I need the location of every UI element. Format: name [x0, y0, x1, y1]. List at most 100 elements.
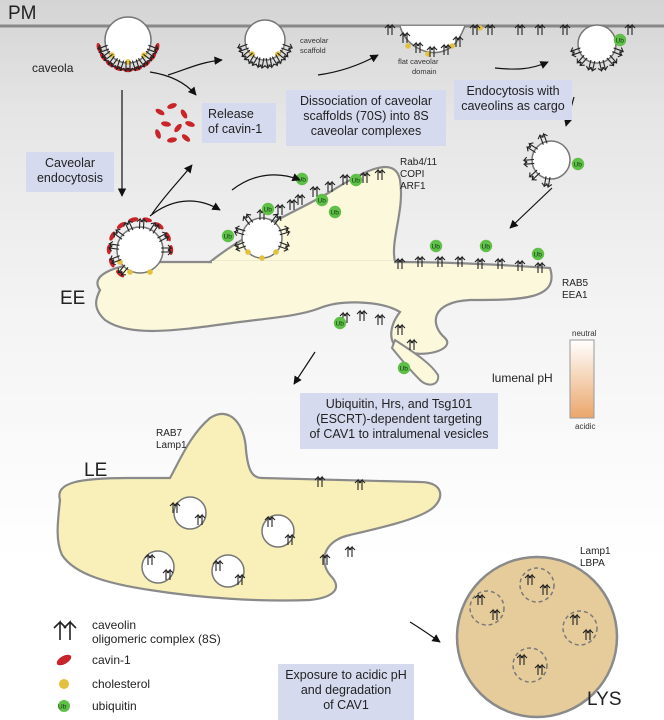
svg-text:Ub: Ub [264, 206, 273, 213]
label-flat-domain-1: flat caveolar [398, 57, 439, 66]
caveolin-complex [264, 515, 276, 527]
label-rab7: RAB7 [156, 428, 183, 439]
caveolin-complex [528, 169, 541, 181]
caveolin-complex [522, 156, 535, 168]
caveolin-complex [108, 255, 122, 266]
arrow-le-to-lys [409, 621, 441, 643]
cholesterol-dot [125, 59, 131, 65]
caveolin-complex [96, 44, 110, 55]
cavin-molecule [116, 221, 126, 230]
caveolin-complex [359, 171, 371, 183]
lysosome-vesicle [519, 567, 555, 603]
cholesterol-dot [449, 43, 455, 49]
svg-text:Ub: Ub [336, 320, 345, 327]
label-eea1: EEA1 [562, 290, 588, 301]
caveolin-complex [440, 43, 452, 55]
caveolin-complex [612, 47, 625, 58]
caveolar-scaffold [244, 19, 286, 61]
svg-text:Ub: Ub [574, 161, 583, 168]
caveolin-complex [414, 255, 426, 267]
caveolin-complex [236, 43, 249, 54]
caveolin-complex [434, 255, 446, 267]
intralumenal-vesicle [173, 496, 207, 530]
caveolin-complex [569, 613, 581, 625]
caveolin-complex [569, 47, 582, 58]
ubiquitin-icon: Ub [613, 33, 627, 47]
label-caveola: caveola [32, 61, 74, 75]
caveolin-complex [484, 23, 496, 35]
caveolin-complex [354, 478, 366, 490]
cholesterol-dot [147, 269, 153, 275]
caveolin-complex [576, 54, 588, 67]
caveolin-complex [374, 313, 386, 325]
budding-vesicle [577, 24, 617, 64]
arrow-to-endocytosis [494, 61, 549, 70]
arrow-to-scaffold [167, 56, 223, 76]
label-lbpa: LBPA [580, 558, 605, 569]
caveolin-complex [514, 23, 526, 35]
lysosome [455, 555, 619, 719]
caveolin-complex [169, 501, 181, 513]
svg-text:Ub: Ub [352, 177, 361, 184]
caveolin-complex [274, 203, 286, 215]
caveolin-complex [534, 663, 546, 675]
arrow-cavin-release [149, 71, 197, 96]
cavin-molecule [128, 217, 139, 223]
caveolin-complex [324, 180, 336, 192]
caveolin-complex [524, 573, 536, 585]
caveolin-complex [374, 168, 386, 180]
caveolin-complex [539, 583, 551, 595]
ubiquitin-icon: Ub [261, 202, 275, 216]
label-caveolar-scaffold-1: caveolar [300, 36, 329, 45]
caveolin-complex [526, 142, 539, 154]
caveolin-complex [494, 257, 506, 269]
caveolin-complex [452, 35, 464, 47]
caveolin-complex [597, 59, 609, 73]
label-lamp1-lys: Lamp1 [580, 546, 611, 557]
caveolin-complex [149, 221, 160, 234]
caveolin-complex [585, 59, 597, 72]
caveolin-complex [394, 323, 406, 335]
caveolin-complex [534, 261, 546, 273]
caveolin-complex [474, 257, 486, 269]
svg-text:Ub: Ub [534, 251, 543, 258]
caveolin-complex [309, 185, 321, 197]
caveolin-complex [314, 475, 326, 487]
caveolin-complex [294, 193, 306, 205]
released-cavin [155, 103, 195, 143]
caveolin-complex [412, 41, 424, 53]
caveolin-complex [113, 228, 125, 240]
caveolin-complex [399, 31, 411, 43]
svg-text:Ub: Ub [432, 243, 441, 250]
caveolin-complex [344, 545, 356, 557]
svg-text:Ub: Ub [331, 209, 340, 216]
caveolin-complex [454, 255, 466, 267]
intralumenal-vesicle [211, 554, 245, 588]
legend-caveolin-label-2: oligomeric complex (8S) [92, 632, 221, 646]
legend-caveolin-label-1: caveolin [92, 618, 137, 632]
caveolin-complex [426, 45, 438, 57]
caveolin-complex [559, 23, 571, 35]
svg-text:Ub: Ub [298, 176, 307, 183]
early-endosome-tail [390, 338, 440, 386]
caveolin-complex [534, 23, 546, 35]
ubiquitin-icon: Ub [397, 361, 411, 375]
lysosome-vesicle [562, 610, 598, 646]
label-flat-domain-2: domain [412, 67, 437, 76]
caveolin-complex [541, 176, 553, 189]
caveolin-complex [117, 264, 129, 276]
caveolin-complex [394, 257, 406, 269]
free-vesicle [531, 140, 571, 180]
caveolin-complex [233, 225, 246, 236]
ubiquitin-icon: Ub [349, 173, 363, 187]
cholesterol-dot [127, 269, 133, 275]
legend-cholesterol-icon [59, 679, 69, 689]
ubiquitin-icon: Ub [531, 247, 545, 261]
legend-cholesterol-label: cholesterol [92, 677, 151, 691]
box-ubiquitin-escrt: Ubiquitin, Hrs, and Tsg101(ESCRT)-depend… [300, 393, 498, 449]
